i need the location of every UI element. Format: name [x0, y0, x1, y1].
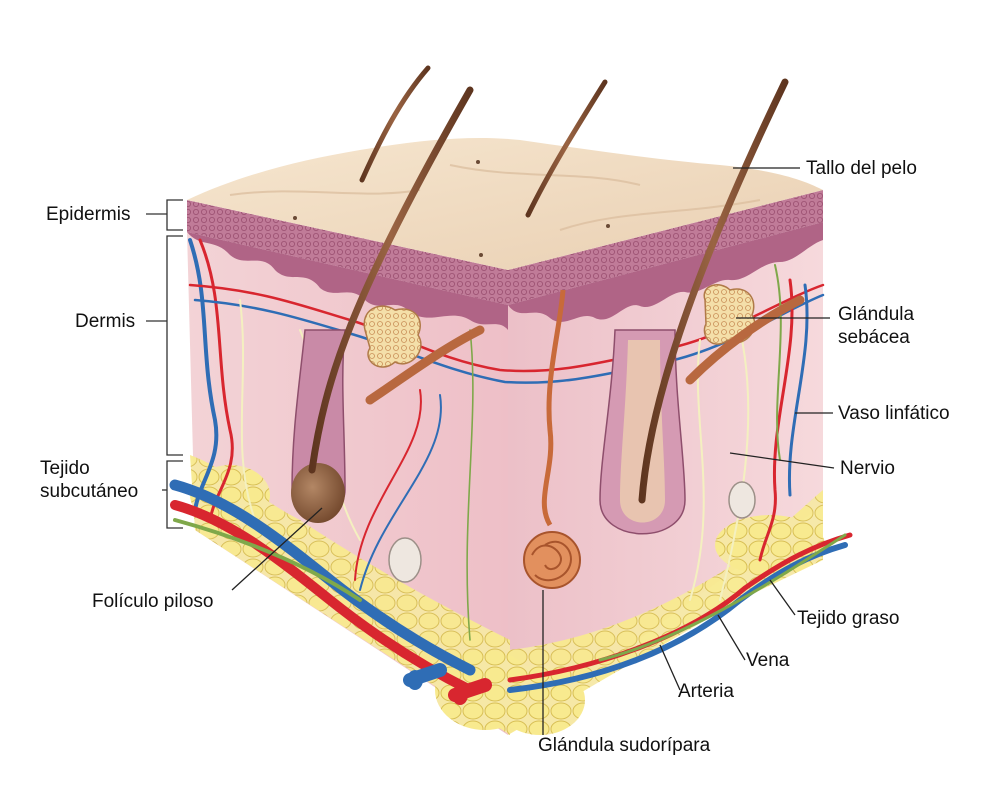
layer-brackets: [146, 199, 183, 529]
vessels: [188, 238, 825, 641]
label-subcutaneous-line2: subcutáneo: [40, 481, 139, 502]
epidermis-left: [187, 200, 508, 305]
hair-follicle-right: [599, 78, 789, 535]
label-vein: Vena: [746, 650, 790, 671]
label-hair-follicle: Folículo piloso: [92, 591, 214, 612]
large-vessels-right: [507, 532, 853, 693]
label-subcutaneous-tissue: Tejido subcutáneo: [40, 457, 138, 503]
sweat-gland: [523, 289, 581, 589]
hair-follicle-left: [291, 86, 474, 523]
sebaceous-gland-right: [703, 284, 756, 345]
label-nerve: Nervio: [840, 458, 895, 479]
leader-lines: [231, 167, 835, 735]
label-sweat-gland: Glándula sudorípara: [538, 735, 711, 756]
label-artery: Arteria: [678, 681, 734, 702]
label-sebaceous-gland: Glándula sebácea: [838, 303, 914, 349]
label-lymph-vessel: Vaso linfático: [838, 403, 950, 424]
label-subcutaneous-line1: Tejido: [40, 458, 90, 479]
label-sebaceous-line1: Glándula: [838, 304, 915, 325]
label-sebaceous-line2: sebácea: [838, 327, 910, 348]
sebaceous-gland-left: [363, 305, 422, 368]
epidermis-right: [508, 190, 823, 305]
label-epidermis: Epidermis: [46, 204, 131, 225]
label-dermis: Dermis: [75, 311, 136, 332]
label-hair-shaft: Tallo del pelo: [806, 158, 917, 179]
label-fatty-tissue: Tejido graso: [797, 608, 900, 629]
skin-surface: [187, 138, 823, 270]
